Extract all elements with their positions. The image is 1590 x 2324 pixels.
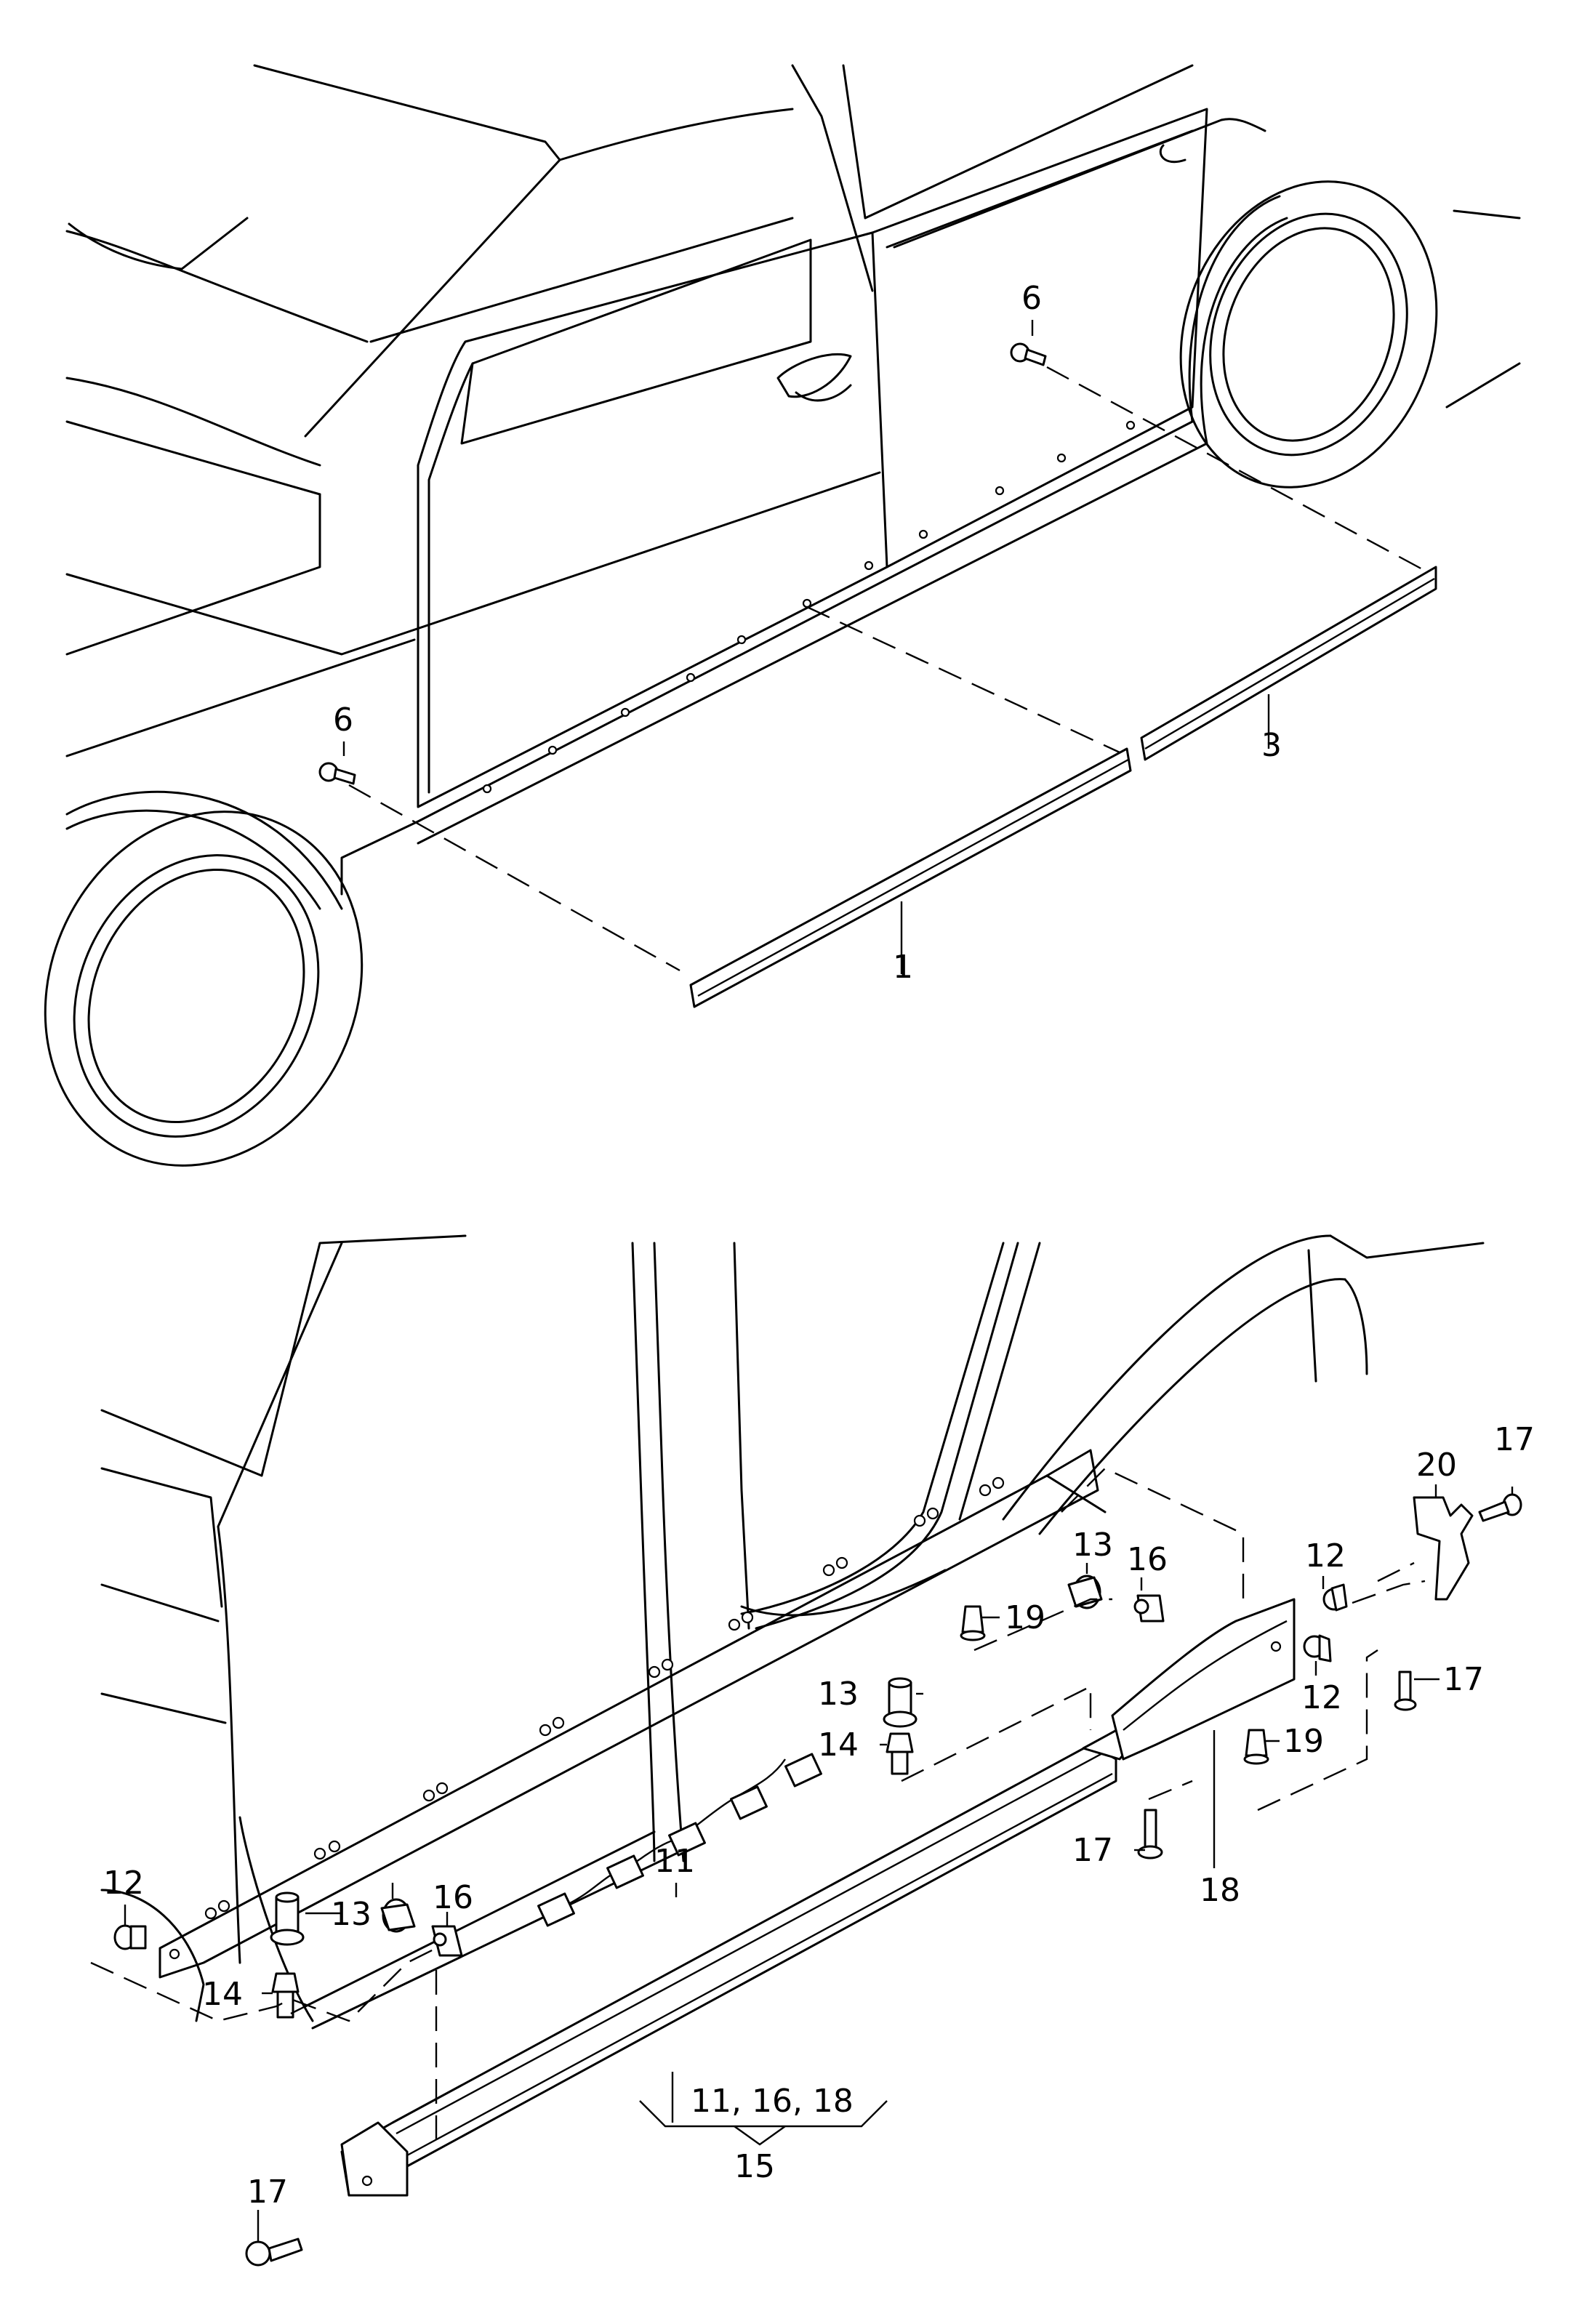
moulding-front-door <box>689 747 1132 1008</box>
cable-harness <box>537 1753 822 1927</box>
callout-13-mid: 13 <box>818 1676 859 1713</box>
callout-6-front: 6 <box>333 701 353 739</box>
stud-icon <box>886 1732 914 1775</box>
clip-icon <box>1303 1634 1332 1662</box>
callout-11-16-18: 11, 16, 18 <box>691 2083 854 2120</box>
bottom-view: 12 13 14 16 17 11 11, 16, 18 15 13 16 19… <box>90 1234 1535 2267</box>
callout-19-bottom: 19 <box>1283 1723 1324 1760</box>
callout-16-front: 16 <box>433 1879 473 1916</box>
expansion-nut-icon <box>1243 1729 1269 1765</box>
callout-1: 1 <box>893 949 913 986</box>
sill-panel-end-front <box>340 2121 409 2197</box>
callout-17-mid: 17 <box>1072 1832 1113 1869</box>
callout-17-front: 17 <box>247 2174 288 2211</box>
callout-6-rear: 6 <box>1021 280 1042 317</box>
clip-icon <box>1133 1594 1165 1623</box>
callout-13-rear: 13 <box>1072 1527 1113 1564</box>
callout-13-front: 13 <box>331 1896 372 1933</box>
car-body-bottom <box>100 1234 1485 2030</box>
sill-holes-bottom <box>169 1476 1005 1960</box>
callout-17-rear-top: 17 <box>1494 1421 1535 1458</box>
screw-icon <box>1394 1670 1417 1711</box>
callout-17-rear-bottom: 17 <box>1443 1661 1484 1698</box>
clip-icon <box>1322 1583 1348 1612</box>
callout-12-rear-top: 12 <box>1305 1537 1346 1575</box>
bolt-icon <box>318 762 356 785</box>
callout-14-front: 14 <box>202 1976 243 2013</box>
stud-icon <box>271 1972 300 2019</box>
callout-16-rear: 16 <box>1127 1541 1168 1578</box>
callout-11: 11 <box>654 1843 695 1880</box>
callout-12-rear-bottom: 12 <box>1301 1679 1342 1716</box>
sill-holes-top <box>482 420 1136 794</box>
screw-icon <box>1478 1493 1522 1522</box>
bolt-icon <box>1010 342 1047 366</box>
grommet-icon <box>380 1898 416 1933</box>
callout-14-mid: 14 <box>818 1726 859 1764</box>
rivet-nut-icon <box>270 1891 305 1946</box>
rivet-nut-icon <box>883 1677 918 1728</box>
callout-19-top: 19 <box>1005 1599 1045 1636</box>
clip-icon <box>113 1924 147 1950</box>
callout-18: 18 <box>1200 1872 1240 1909</box>
top-view: 6 6 1 3 <box>44 64 1521 1167</box>
callout-12-front: 12 <box>103 1865 144 1902</box>
callout-15: 15 <box>734 2148 775 2185</box>
grommet-icon <box>1067 1575 1103 1609</box>
expansion-nut-icon <box>960 1605 986 1641</box>
wheel-arch-trim <box>1111 1598 1296 1761</box>
callout-20: 20 <box>1416 1447 1457 1484</box>
screw-icon <box>245 2237 303 2267</box>
callout-3: 3 <box>1261 727 1282 764</box>
car-body-top <box>44 64 1521 1167</box>
bracket <box>1413 1496 1474 1601</box>
